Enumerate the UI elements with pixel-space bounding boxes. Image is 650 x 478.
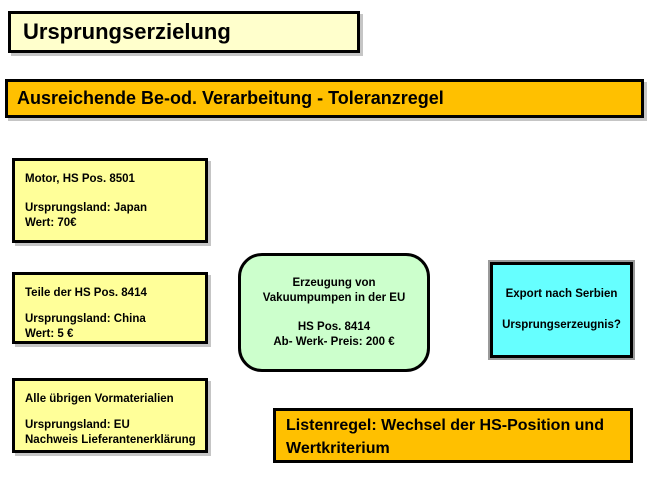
material-title: Alle übrigen Vormaterialien (25, 393, 174, 405)
header-label: Ausreichende Be-od. Verarbeitung - Toler… (17, 88, 444, 108)
material-origin: Ursprungsland: Japan (25, 202, 148, 214)
slide-title: Ursprungserzielung (23, 19, 231, 44)
process-box-vakuumpumpen: Erzeugung von Vakuumpumpen in der EU HS … (238, 253, 430, 372)
spacer (493, 302, 630, 318)
material-title: Motor, HS Pos. 8501 (25, 173, 135, 185)
title-box: Ursprungserzielung (8, 11, 360, 53)
export-destination: Export nach Serbien (505, 288, 618, 300)
material-origin: Ursprungsland: EU (25, 419, 130, 431)
material-box-teile: Teile der HS Pos. 8414 Ursprungsland: Ch… (12, 272, 208, 344)
export-question: Ursprungserzeugnis? (502, 319, 621, 331)
rule-box: Listenregel: Wechsel der HS-Position und… (273, 408, 633, 463)
material-title: Teile der HS Pos. 8414 (25, 287, 147, 299)
material-origin: Ursprungsland: China (25, 313, 146, 325)
process-line: Vakuumpumpen in der EU (262, 291, 406, 304)
spacer (241, 306, 427, 320)
spacer (25, 187, 195, 201)
header-bar: Ausreichende Be-od. Verarbeitung - Toler… (5, 79, 644, 118)
material-value: Wert: 5 € (25, 328, 74, 340)
process-line: Erzeugung von (292, 276, 376, 289)
spacer (25, 407, 195, 418)
spacer (25, 301, 195, 312)
material-box-motor: Motor, HS Pos. 8501 Ursprungsland: Japan… (12, 158, 208, 243)
process-price: Ab- Werk- Preis: 200 € (273, 335, 395, 348)
process-hs-pos: HS Pos. 8414 (297, 320, 371, 333)
material-proof: Nachweis Lieferantenerklärung (25, 434, 196, 446)
rule-label: Listenregel: Wechsel der HS-Position und… (286, 416, 604, 457)
material-value: Wert: 70€ (25, 217, 77, 229)
export-box-serbien: Export nach Serbien Ursprungserzeugnis? (488, 260, 635, 360)
material-box-vormaterialien: Alle übrigen Vormaterialien Ursprungslan… (12, 378, 208, 453)
